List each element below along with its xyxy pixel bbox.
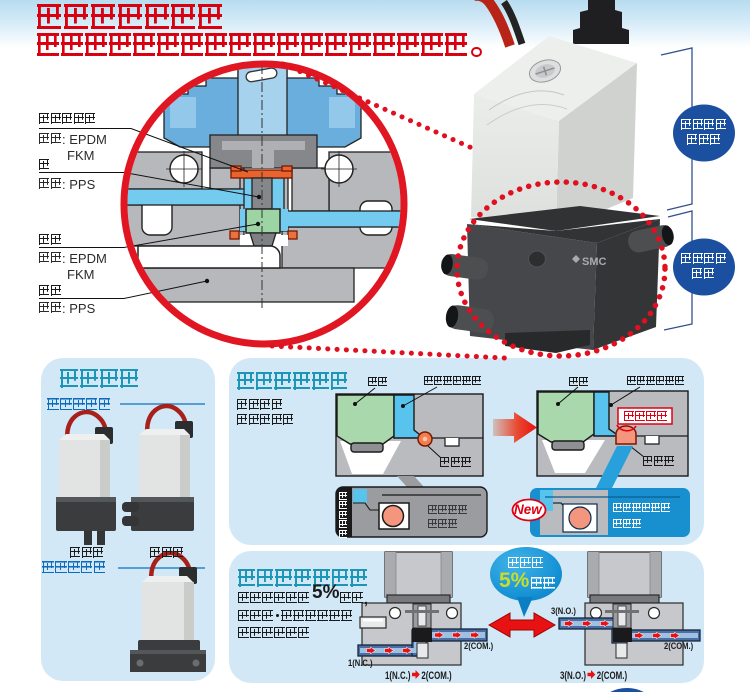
svg-text:SMC: SMC <box>582 256 607 268</box>
